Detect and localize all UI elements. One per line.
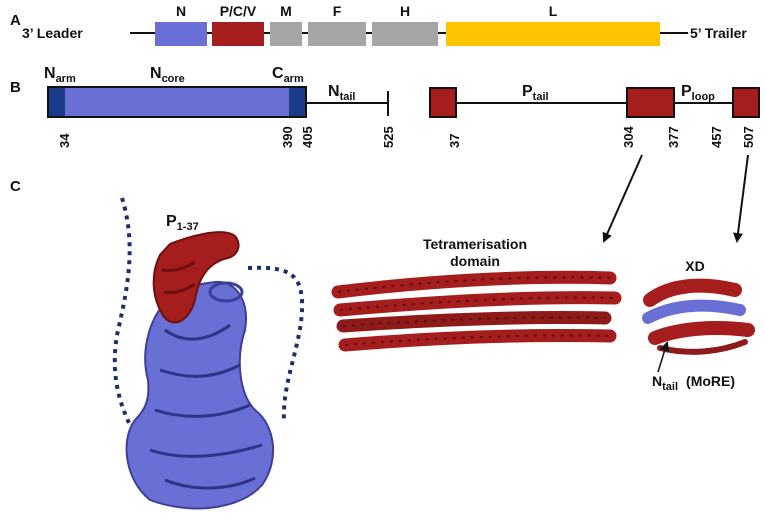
tetramer-helix-2 — [333, 291, 622, 317]
p-tail-label: Ptail — [522, 83, 549, 103]
p-ticks: 37 304 377 457 507 — [447, 126, 756, 148]
gene-m-label: M — [280, 3, 292, 19]
p-1-37-ribbon — [152, 231, 240, 324]
gene-f-box — [308, 22, 366, 46]
tetramer-label-line2: domain — [450, 253, 500, 269]
gene-f-label: F — [333, 3, 342, 19]
tetramer-helix-3 — [336, 310, 612, 333]
tick-525: 525 — [381, 126, 396, 148]
tick-304: 304 — [621, 126, 636, 148]
tetramer-helix-1 — [331, 270, 617, 299]
xd-helix-1 — [643, 278, 742, 307]
n-arm-box — [49, 88, 65, 116]
tetramerisation-domain-structure — [331, 270, 622, 352]
p-loop-label: Ploop — [681, 83, 715, 103]
arrow-to-more — [657, 341, 670, 373]
arrow-to-xd — [733, 154, 749, 243]
gene-h-box — [372, 22, 438, 46]
p-box-1-37 — [429, 87, 457, 118]
tick-390: 390 — [280, 126, 295, 148]
n-core-helices — [149, 323, 263, 490]
panel-label-c: C — [10, 178, 21, 195]
p-1-37-label: P1-37 — [166, 213, 199, 233]
xd-label: XD — [685, 258, 704, 274]
gene-pcv-label: P/C/V — [220, 3, 257, 19]
n-ticks: 34 390 405 525 — [57, 126, 396, 148]
n-core-label: Ncore — [150, 65, 185, 85]
dotted-flexible-tail-left — [112, 197, 132, 426]
n-core-box — [47, 86, 307, 118]
more-helix — [642, 299, 746, 324]
genome-genes — [155, 22, 660, 46]
tick-37: 37 — [447, 134, 462, 148]
panel-label-a: A — [10, 12, 21, 29]
gene-l-label: L — [549, 3, 558, 19]
tick-507: 507 — [741, 126, 756, 148]
c-arm-label: Carm — [272, 65, 304, 85]
gene-m-box — [270, 22, 302, 46]
n-core-ribbon — [125, 280, 275, 510]
n-tail-more-label: Ntail(MoRE) — [652, 373, 735, 393]
tetramer-label-line1: Tetramerisation — [423, 236, 527, 252]
gene-pcv-box — [212, 22, 264, 46]
tetramer-helix-4 — [338, 328, 617, 352]
xd-loop — [657, 339, 748, 355]
panel-label-b: B — [10, 79, 21, 96]
tick-34: 34 — [57, 133, 72, 148]
p-box-457-507 — [732, 87, 760, 118]
dotted-flexible-tail-right — [247, 265, 305, 421]
xd-structure — [642, 278, 755, 355]
xd-helix-2 — [648, 321, 755, 345]
p-1-37-helices — [161, 260, 196, 294]
n-tail-label: Ntail — [328, 83, 355, 103]
tick-457: 457 — [709, 126, 724, 148]
tick-405: 405 — [300, 126, 315, 148]
gene-h-label: H — [400, 3, 410, 19]
n-core-loop — [208, 281, 244, 303]
p-box-304-377 — [626, 87, 675, 118]
gene-n-label: N — [176, 3, 186, 19]
gene-n-box — [155, 22, 207, 46]
gene-l-box — [446, 22, 660, 46]
n-arm-label: Narm — [44, 65, 76, 85]
genome-leader-label: 3’ Leader — [22, 25, 83, 41]
c-arm-box — [289, 88, 305, 116]
arrow-to-tetramer — [602, 154, 643, 243]
genome-trailer-label: 5’ Trailer — [690, 25, 747, 41]
n-p-complex-structure — [112, 197, 305, 510]
tick-377: 377 — [666, 126, 681, 148]
